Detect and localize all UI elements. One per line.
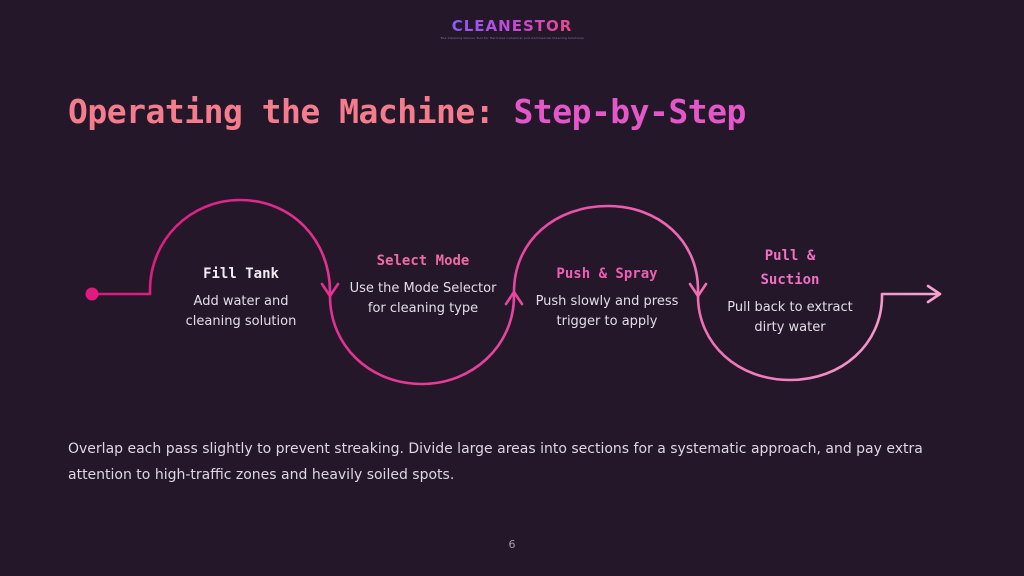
brand-name: CLEANESTOR <box>451 17 573 35</box>
step-description: Add water and cleaning solution <box>185 294 297 329</box>
arrowhead-end-right <box>926 284 942 304</box>
step-pull-suction-desc-block: Pull back to extract dirty water <box>715 298 865 338</box>
page-number: 6 <box>508 538 516 551</box>
step-push-spray: Push & Spray Push slowly and press trigg… <box>532 262 682 332</box>
step-title: Select Mode <box>376 253 470 269</box>
step-fill-tank: Fill Tank Add water and cleaning solutio… <box>166 262 316 332</box>
page-title: Operating the Machine: Step-by-Step <box>68 92 746 131</box>
step-title: Fill Tank <box>203 266 279 282</box>
step-pull-suction: Pull & Suction <box>745 244 835 292</box>
brand-tagline: The Cleaning Genius Tool for Hard-Use In… <box>440 36 584 40</box>
page-title-part2: Step-by-Step <box>513 92 746 131</box>
step-title: Pull & Suction <box>760 248 820 288</box>
arrowhead-up-2 <box>504 290 524 306</box>
flow-start-dot <box>85 287 99 301</box>
tip-note: Overlap each pass slightly to prevent st… <box>68 441 923 483</box>
page-title-part1: Operating the Machine: <box>68 92 514 131</box>
arrowhead-down-3 <box>688 282 708 298</box>
step-description: Use the Mode Selector for cleaning type <box>349 281 497 316</box>
step-select-mode: Select Mode Use the Mode Selector for cl… <box>348 249 498 319</box>
brand-logo: CLEANESTOR The Cleaning Genius Tool for … <box>0 16 1024 40</box>
step-description: Push slowly and press trigger to apply <box>535 294 679 329</box>
step-title: Push & Spray <box>556 266 658 282</box>
arrowhead-down-1 <box>320 282 340 298</box>
step-description: Pull back to extract dirty water <box>727 300 853 335</box>
